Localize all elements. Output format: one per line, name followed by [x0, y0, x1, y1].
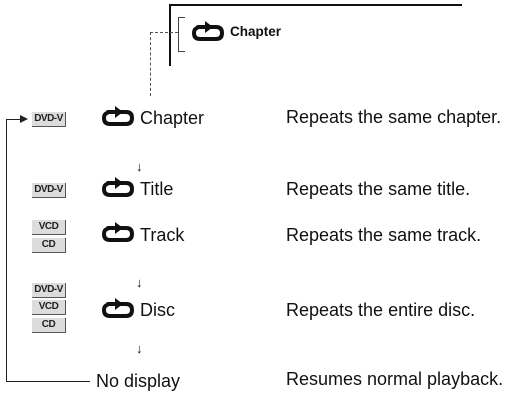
mode-label-chapter: Chapter: [140, 108, 205, 128]
description-disc: Repeats the entire disc.: [286, 300, 476, 320]
mode-label-title: Title: [140, 179, 174, 199]
down-arrow-icon: ↓: [136, 341, 143, 356]
repeat-icon: [101, 177, 135, 197]
mode-label-track: Track: [140, 225, 185, 245]
screen-frame-top: [169, 4, 462, 6]
mode-label-disc: Disc: [140, 300, 175, 320]
badge-cd: CD: [32, 238, 66, 253]
repeat-icon: [101, 106, 135, 126]
down-arrow-icon: ↓: [136, 275, 143, 290]
badge-dvd-v: DVD-V: [32, 112, 66, 127]
screen-bracket: [178, 17, 185, 52]
description-track: Repeats the same track.: [286, 225, 482, 245]
badge-cd: CD: [32, 318, 66, 333]
loop-line-top: [6, 119, 20, 120]
repeat-icon: [191, 21, 225, 41]
down-arrow-icon: ↓: [136, 159, 143, 174]
loop-line-bottom: [6, 381, 90, 382]
repeat-icon: [101, 222, 135, 242]
dashed-connector-horizontal: [150, 32, 178, 33]
screen-mode-label: Chapter: [230, 24, 282, 39]
repeat-icon: [101, 298, 135, 318]
mode-label-no-display: No display: [96, 371, 181, 391]
badge-dvd-v: DVD-V: [32, 183, 66, 198]
badge-vcd: VCD: [32, 220, 66, 235]
loop-arrow-icon: [20, 115, 28, 123]
description-chapter: Repeats the same chapter.: [286, 107, 502, 127]
badge-vcd: VCD: [32, 300, 66, 315]
screen-frame-left: [169, 4, 171, 66]
badge-dvd-v: DVD-V: [32, 283, 66, 298]
description-no-display: Resumes normal playback.: [286, 369, 504, 389]
loop-line-vertical: [6, 119, 7, 381]
description-title: Repeats the same title.: [286, 179, 471, 199]
dashed-connector-vertical: [150, 32, 151, 96]
